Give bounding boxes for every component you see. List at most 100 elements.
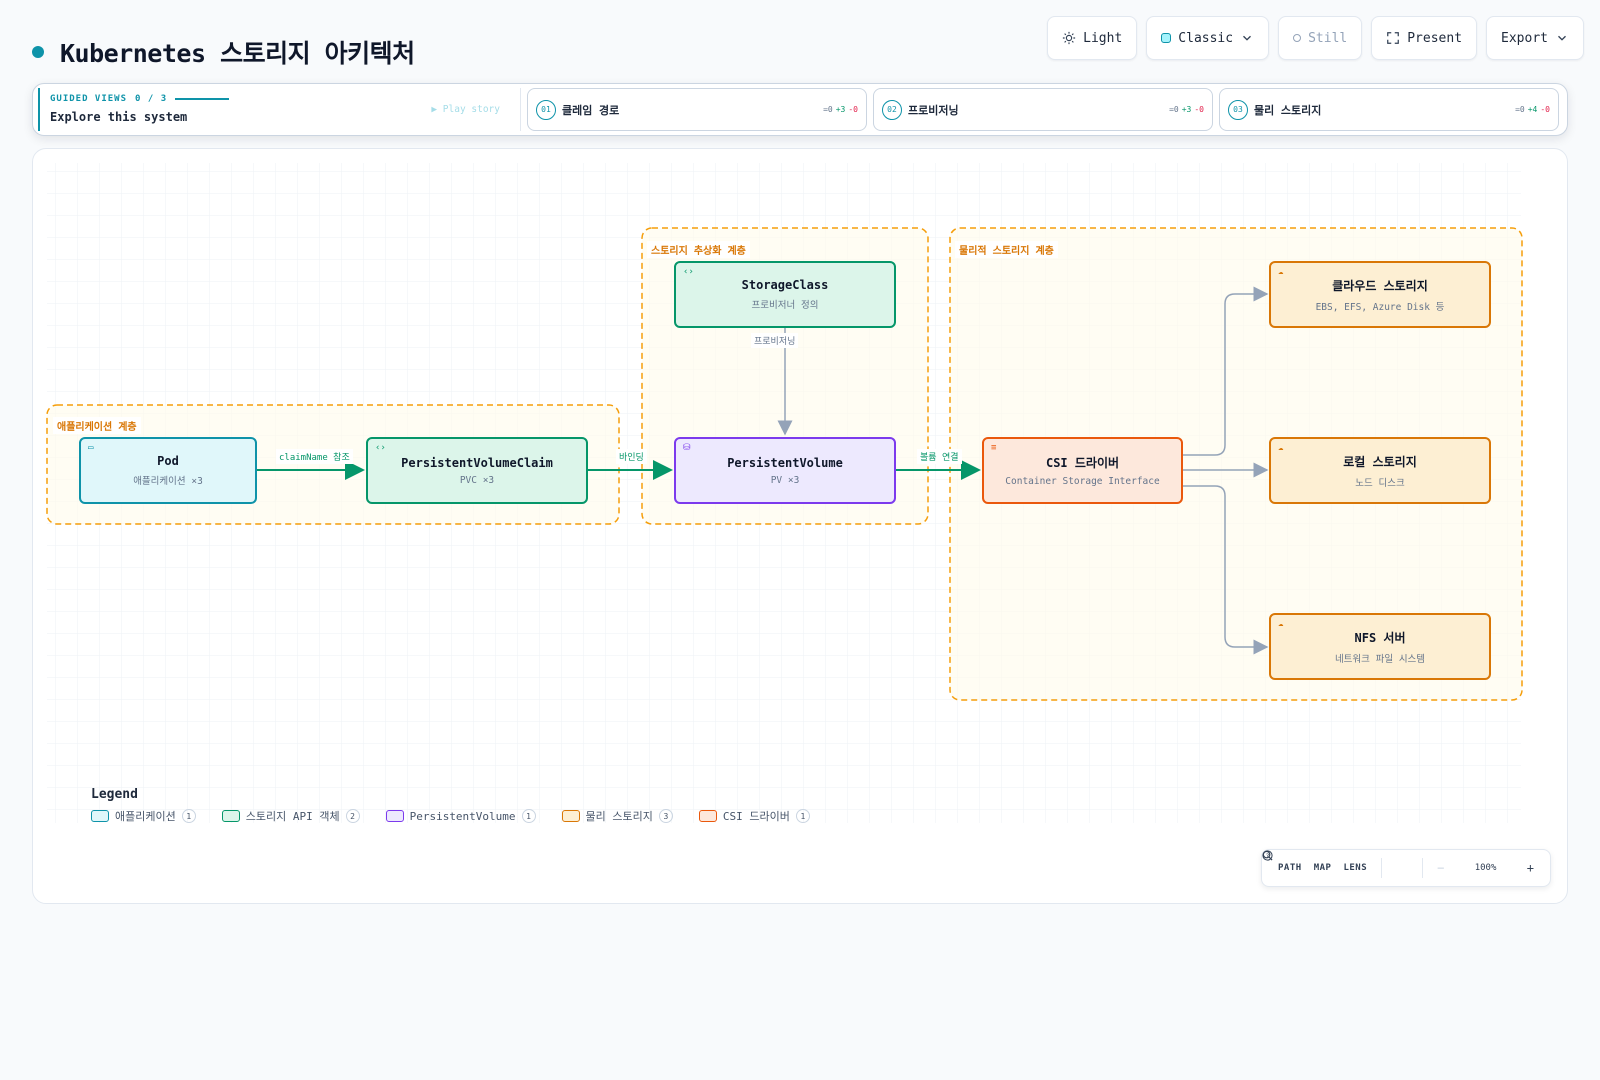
view-stats: =0 +4 -0 [1515, 105, 1550, 114]
export-label: Export [1501, 30, 1548, 46]
node-subtitle: EBS, EFS, Azure Disk 등 [1315, 301, 1445, 313]
legend-swatch [221, 810, 240, 822]
node-nfs-server[interactable]: ☁ NFS 서버 네트워크 파일 시스템 [1269, 613, 1491, 680]
view-name: 클레임 경로 [562, 103, 620, 117]
node-title: PersistentVolume [727, 455, 843, 470]
node-title: Pod [157, 454, 179, 468]
zoom-level: 100% [1474, 863, 1497, 873]
node-subtitle: PV ×3 [770, 474, 800, 486]
cloud-icon: ☁ [1278, 619, 1284, 629]
node-subtitle: 네트워크 파일 시스템 [1334, 653, 1426, 665]
fullscreen-icon [1387, 32, 1400, 44]
legend-item[interactable]: 스토리지 API 객체 2 [221, 808, 360, 824]
guided-explore-text: Explore this system [50, 110, 188, 124]
guided-label-text: GUIDED VIEWS [50, 94, 128, 104]
edge-label-provisioning: 프로비저닝 [751, 333, 799, 348]
legend-item[interactable]: 애플리케이션 1 [91, 808, 196, 824]
edge-csi-cloud [1183, 286, 1269, 456]
group-abstraction-label: 스토리지 추상화 계층 [647, 241, 750, 258]
legend-count: 1 [795, 809, 810, 823]
legend: Legend 애플리케이션 1 스토리지 API 객체 2 Persistent… [91, 787, 826, 824]
node-title: 클라우드 스토리지 [1332, 278, 1428, 293]
motion-button[interactable]: Still [1278, 16, 1363, 60]
legend-swatch [385, 810, 404, 822]
stat-unchanged: =0 [1515, 105, 1525, 114]
view-stats: =0 +3 -0 [1169, 105, 1204, 114]
motion-label: Still [1308, 30, 1348, 46]
guided-progress-line [175, 98, 230, 100]
legend-count: 1 [181, 809, 196, 823]
zoom-in-button[interactable]: + [1526, 861, 1534, 875]
stat-added: +4 [1527, 105, 1538, 114]
cloud-icon: ☁ [1278, 443, 1284, 453]
legend-label: PersistentVolume [409, 809, 516, 823]
database-icon: ⛁ [683, 443, 691, 453]
node-cloud-storage[interactable]: ☁ 클라우드 스토리지 EBS, EFS, Azure Disk 등 [1269, 261, 1491, 328]
legend-swatch [698, 810, 717, 822]
legend-item[interactable]: PersistentVolume 1 [385, 809, 536, 823]
node-subtitle: 노드 디스크 [1355, 477, 1405, 489]
legend-swatch [561, 810, 580, 822]
stat-removed: -0 [1194, 105, 1204, 114]
menu-icon: ≡ [991, 443, 997, 453]
node-subtitle: Container Storage Interface [1005, 476, 1160, 487]
stat-unchanged: =0 [823, 105, 833, 114]
theme-button[interactable]: Light [1047, 16, 1138, 60]
node-pv[interactable]: ⛁ PersistentVolume PV ×3 [674, 437, 896, 504]
cloud-icon: ☁ [1278, 267, 1284, 277]
edge-label-claim-ref: claimName 참조 [276, 449, 353, 464]
node-subtitle: 프로비저너 정의 [751, 300, 819, 311]
edge-label-binding: 바인딩 [616, 449, 647, 464]
window-icon: ▭ [88, 443, 94, 453]
legend-title: Legend [91, 787, 138, 802]
legend-item[interactable]: 물리 스토리지 3 [561, 808, 673, 824]
view-stats: =0 +3 -0 [823, 105, 858, 114]
stat-added: +3 [1181, 105, 1192, 114]
diagram-canvas[interactable]: 애플리케이션 계층 스토리지 추상화 계층 물리적 스토리지 계층 claimN… [32, 148, 1568, 904]
node-local-storage[interactable]: ☁ 로컬 스토리지 노드 디스크 [1269, 437, 1491, 504]
guided-views-bar: GUIDED VIEWS 0 / 3 Explore this system ▶… [32, 83, 1568, 136]
view-chip-1[interactable]: 01 클레임 경로 =0 +3 -0 [527, 88, 867, 131]
view-chip-2[interactable]: 02 프로비저닝 =0 +3 -0 [873, 88, 1213, 131]
node-pvc[interactable]: ‹› PersistentVolumeClaim PVC ×3 [366, 437, 588, 504]
node-storageclass[interactable]: ‹› StorageClass 프로비저너 정의 [674, 261, 896, 328]
page-title: Kubernetes 스토리지 아키텍처 [60, 39, 415, 68]
stat-removed: -0 [1540, 105, 1550, 114]
legend-label: CSI 드라이버 [722, 810, 790, 823]
stat-removed: -0 [848, 105, 858, 114]
code-icon: ‹› [683, 267, 694, 277]
legend-item[interactable]: CSI 드라이버 1 [698, 808, 810, 824]
node-title: StorageClass [741, 278, 829, 292]
map-mode-button[interactable]: MAP [1313, 863, 1332, 873]
legend-label: 물리 스토리지 [585, 810, 653, 823]
view-name: 프로비저닝 [908, 103, 959, 117]
node-csi[interactable]: ≡ CSI 드라이버 Container Storage Interface [982, 437, 1183, 504]
present-button[interactable]: Present [1371, 16, 1478, 60]
view-number: 01 [536, 99, 556, 120]
controls-divider [1422, 858, 1424, 878]
node-pod[interactable]: ▭ Pod 애플리케이션 ×3 [79, 437, 257, 504]
view-chip-3[interactable]: 03 물리 스토리지 =0 +4 -0 [1219, 88, 1559, 131]
guided-intro: GUIDED VIEWS 0 / 3 Explore this system ▶… [38, 88, 514, 131]
node-title: 로컬 스토리지 [1343, 454, 1417, 469]
group-physical-box [949, 227, 1523, 701]
group-physical-label: 물리적 스토리지 계층 [955, 241, 1058, 258]
lens-mode-button[interactable]: LENS [1343, 863, 1368, 873]
theme-label: Light [1083, 30, 1123, 46]
canvas-controls: PATH MAP LENS ? − 100% + [1261, 849, 1551, 887]
style-dropdown[interactable]: Classic [1146, 16, 1270, 60]
path-mode-button[interactable]: PATH [1278, 863, 1302, 873]
title-bar: Kubernetes 스토리지 아키텍처 [32, 34, 415, 70]
export-dropdown[interactable]: Export [1486, 16, 1584, 60]
stat-unchanged: =0 [1169, 105, 1179, 114]
present-label: Present [1407, 30, 1463, 46]
chevron-down-icon [1558, 35, 1566, 41]
style-swatch-icon [1161, 33, 1172, 43]
sun-icon [1063, 31, 1076, 45]
view-name: 물리 스토리지 [1254, 103, 1322, 117]
legend-count: 3 [658, 809, 673, 823]
zoom-out-button[interactable]: − [1437, 861, 1445, 875]
play-story-button[interactable]: ▶ Play story [431, 104, 500, 115]
group-app-label: 애플리케이션 계층 [53, 417, 141, 434]
legend-count: 2 [345, 809, 360, 823]
